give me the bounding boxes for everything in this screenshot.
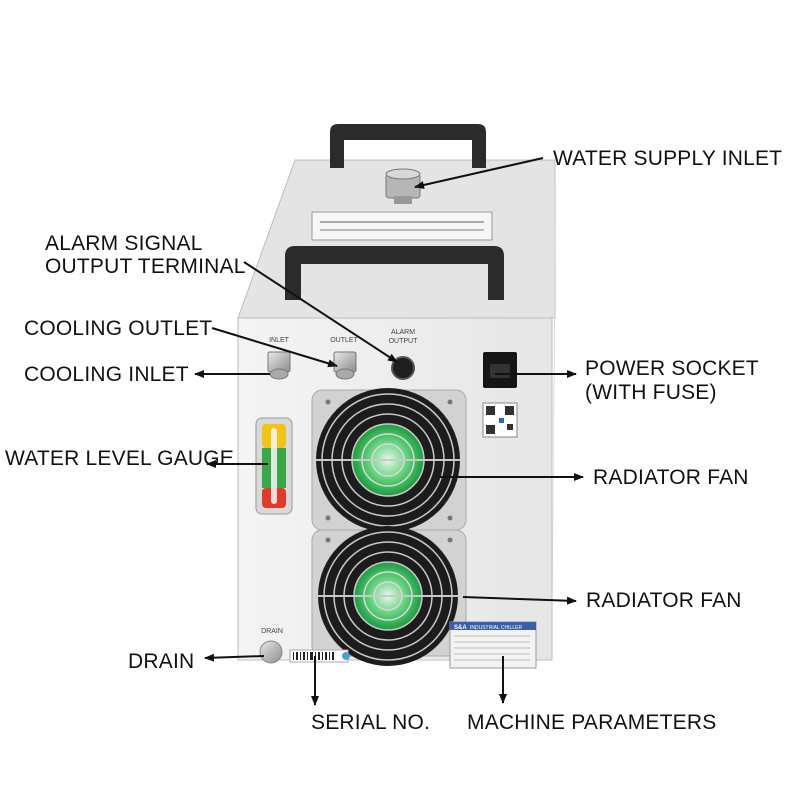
label-radiator-fan-2: RADIATOR FAN [586, 589, 742, 612]
drain-panel-label: DRAIN [261, 628, 283, 635]
label-drain: DRAIN [128, 650, 195, 673]
radiator-fan-lower [311, 526, 467, 666]
machine-parameters-plate: S&A INDUSTRIAL CHILLER [449, 621, 537, 669]
alarm-panel-label-2: OUTPUT [389, 338, 419, 345]
label-machine-parameters: MACHINE PARAMETERS [467, 711, 717, 734]
plate-title: INDUSTRIAL CHILLER [470, 625, 522, 631]
arrow-drain [204, 653, 265, 662]
inlet-panel-label: INLET [269, 337, 290, 344]
arrow-alarm-terminal [243, 261, 398, 363]
label-alarm-signal-line1: ALARM SIGNAL [45, 232, 203, 255]
cooling-outlet-fitting [333, 351, 357, 380]
front-handle [285, 246, 504, 300]
label-power-socket-line2: (WITH FUSE) [585, 381, 717, 404]
cooling-inlet-fitting [267, 351, 291, 380]
water-level-gauge [255, 417, 293, 515]
cabinet-side [552, 160, 555, 660]
label-alarm-signal-line2: OUTPUT TERMINAL [45, 255, 246, 278]
arrow-water-supply-inlet [414, 157, 544, 189]
label-power-socket-line1: POWER SOCKET [585, 357, 759, 380]
drain-plug [259, 640, 283, 664]
label-cooling-inlet: COOLING INLET [24, 363, 189, 386]
label-radiator-fan-1: RADIATOR FAN [593, 466, 749, 489]
arrow-radiator-fan-2 [462, 596, 577, 605]
qr-code [482, 402, 518, 438]
rear-handle [330, 124, 486, 168]
label-cooling-outlet: COOLING OUTLET [24, 317, 213, 340]
alarm-panel-label-1: ALARM [391, 329, 415, 336]
label-serial-no: SERIAL NO. [311, 711, 431, 734]
outlet-panel-label: OUTLET [330, 337, 358, 344]
label-water-supply-inlet: WATER SUPPLY INLET [553, 147, 783, 170]
serial-barcode [289, 649, 350, 663]
label-water-level-gauge: WATER LEVEL GAUGE [5, 447, 235, 470]
top-sticker [311, 211, 493, 241]
water-supply-inlet-cap [385, 168, 421, 204]
radiator-fan-upper [311, 388, 467, 532]
plate-brand: S&A [454, 625, 467, 631]
arrow-cooling-outlet [211, 327, 338, 368]
power-socket [483, 352, 517, 388]
